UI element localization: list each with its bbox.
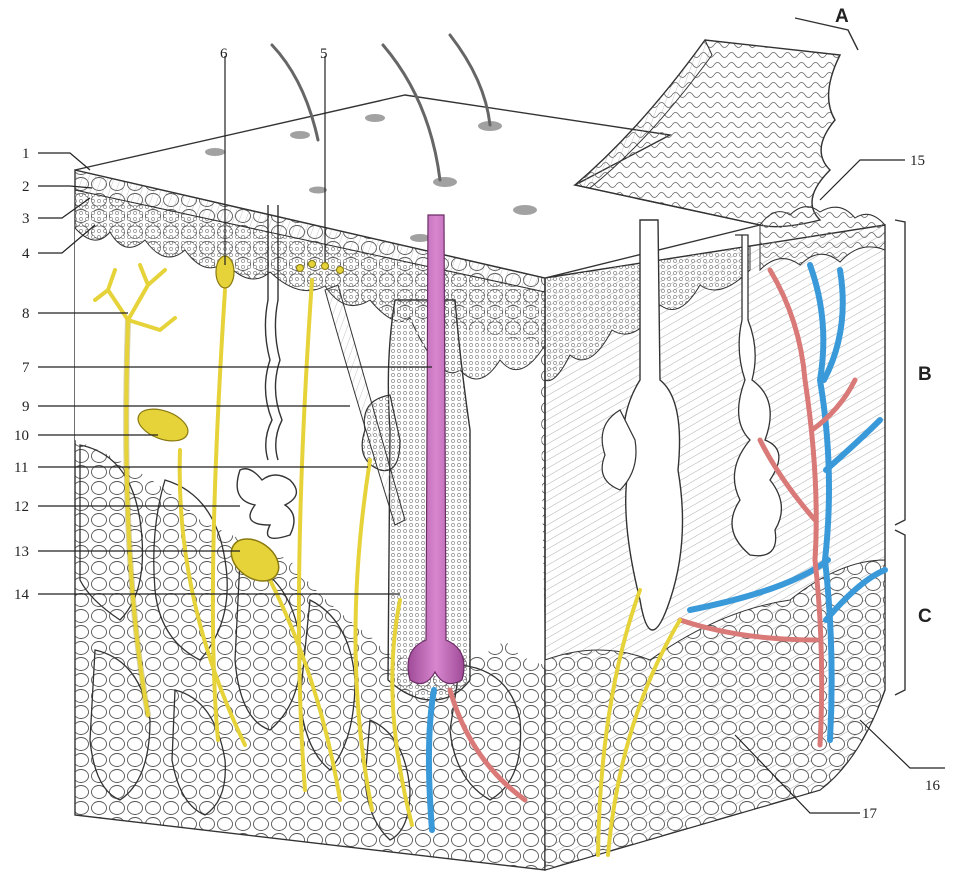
- label-14: 14: [14, 587, 30, 603]
- brace-B: [895, 220, 905, 525]
- brace-C: [895, 530, 905, 695]
- label-13: 13: [14, 544, 29, 560]
- label-1: 1: [22, 146, 30, 162]
- label-7: 7: [22, 360, 30, 376]
- label-12: 12: [14, 499, 29, 515]
- label-15: 15: [910, 153, 925, 169]
- label-8: 8: [22, 306, 30, 322]
- label-16: 16: [925, 778, 941, 794]
- region-label-A: A: [835, 6, 849, 27]
- label-5: 5: [320, 46, 328, 62]
- region-label-C: C: [918, 606, 932, 627]
- label-6: 6: [220, 46, 228, 62]
- label-10: 10: [14, 428, 29, 444]
- label-2: 2: [22, 179, 30, 195]
- label-11: 11: [14, 460, 28, 476]
- label-9: 9: [22, 399, 30, 415]
- region-label-B: B: [918, 364, 932, 385]
- label-4: 4: [22, 246, 30, 262]
- label-3: 3: [22, 211, 30, 227]
- label-17: 17: [862, 806, 878, 822]
